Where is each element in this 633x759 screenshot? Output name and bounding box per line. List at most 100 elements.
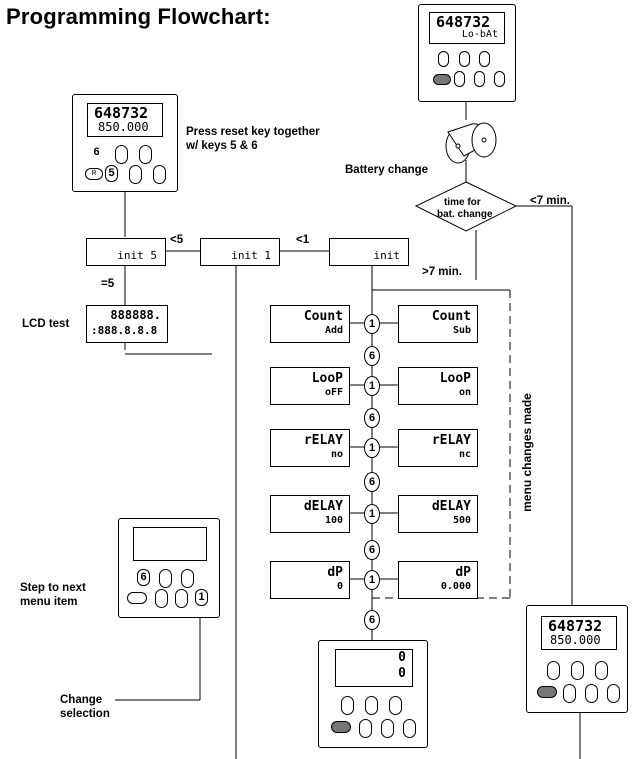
menu-option-delay-500: dELAY 500 xyxy=(398,495,478,533)
reset-device: 648732 850.000 6 R 5 xyxy=(72,94,178,192)
legend-key xyxy=(181,569,194,588)
menu-option-dp-0000: dP 0.000 xyxy=(398,561,478,599)
menu-option-bottom: no xyxy=(330,449,343,460)
menu-option-bottom: on xyxy=(458,387,471,398)
reset-instructions-1: Press reset key together xyxy=(186,126,320,138)
battery-key xyxy=(459,51,470,67)
reset-lcd: 648732 850.000 xyxy=(87,103,163,137)
menu-option-bottom: 100 xyxy=(324,515,343,526)
menu-option-delay-100: dELAY 100 xyxy=(270,495,350,533)
lt7-label: <7 min. xyxy=(530,195,570,207)
key-6-marker: 6 xyxy=(364,472,380,492)
battery-key xyxy=(494,71,505,87)
change-label-2: selection xyxy=(60,708,110,720)
menu-key xyxy=(341,696,354,715)
battery-key xyxy=(438,51,449,67)
key-1-marker: 1 xyxy=(364,504,380,524)
legend-key-6: 6 xyxy=(137,569,150,586)
key-5: 5 xyxy=(105,165,118,182)
battery-lcd-bottom: Lo-bAt xyxy=(461,29,498,40)
lt5-label: <5 xyxy=(170,234,184,246)
menu-key xyxy=(381,719,394,738)
battery-key xyxy=(454,71,465,87)
menu-reset-key xyxy=(331,721,351,733)
legend-key xyxy=(159,569,172,588)
menu-option-count-sub: Count Sub xyxy=(398,305,478,343)
menu-option-top: dELAY xyxy=(431,499,471,514)
menu-option-bottom: oFF xyxy=(324,387,343,398)
final-reset-key xyxy=(537,686,557,698)
decision-text-2: bat. change xyxy=(437,209,493,220)
init-text: init xyxy=(373,249,401,262)
final-key xyxy=(585,684,598,703)
menu-option-top: rELAY xyxy=(431,433,471,448)
menu-option-relay-nc: rELAY nc xyxy=(398,429,478,467)
legend-lcd xyxy=(133,527,207,561)
final-lcd-bottom: 850.000 xyxy=(550,633,601,647)
init1-text: init 1 xyxy=(231,249,271,262)
eq5-label: =5 xyxy=(101,278,115,290)
menu-option-top: rELAY xyxy=(303,433,343,448)
menu-lcd: 0 0 xyxy=(335,649,413,687)
menu-option-bottom: nc xyxy=(458,449,471,460)
init1-box: init 1 xyxy=(200,238,280,266)
init5-text: init 5 xyxy=(117,249,157,262)
battery-reset-key xyxy=(433,74,451,85)
legend-key-1: 1 xyxy=(195,589,208,606)
step-label-2: menu item xyxy=(20,596,78,608)
init5-box: init 5 xyxy=(86,238,166,266)
reset-lcd-top: 648732 xyxy=(94,104,149,122)
key-6-marker: 6 xyxy=(364,540,380,560)
final-key xyxy=(607,684,620,703)
menu-key xyxy=(403,719,416,738)
menu-option-bottom: 500 xyxy=(452,515,471,526)
change-label-1: Change xyxy=(60,694,103,706)
menu-key xyxy=(359,719,372,738)
menu-option-dp-0: dP 0 xyxy=(270,561,350,599)
final-key xyxy=(595,661,608,680)
menu-option-top: dP xyxy=(455,565,471,580)
battery-key xyxy=(479,51,490,67)
battery-change-label: Battery change xyxy=(345,164,429,176)
legend-key xyxy=(175,589,188,608)
key-6-marker: 6 xyxy=(364,610,380,630)
final-key xyxy=(547,661,560,680)
menu-option-bottom: Add xyxy=(324,325,343,336)
reset-key xyxy=(115,145,128,164)
menu-option-count-add: Count Add xyxy=(270,305,350,343)
key-6-marker: 6 xyxy=(364,408,380,428)
final-key xyxy=(571,661,584,680)
step-label-1: Step to next xyxy=(20,582,86,594)
decision-text-1: time for xyxy=(444,197,481,208)
page-title: Programming Flowchart: xyxy=(6,4,271,29)
reset-r-key: R xyxy=(85,168,103,180)
lt1-label: <1 xyxy=(296,234,310,246)
battery-lcd-top: 648732 xyxy=(436,13,491,31)
menu-option-loop-on: LooP on xyxy=(398,367,478,405)
legend-device: 6 1 xyxy=(118,518,220,618)
menu-option-top: Count xyxy=(303,309,343,324)
menu-option-top: dELAY xyxy=(303,499,343,514)
menu-option-top: dP xyxy=(327,565,343,580)
menu-option-top: LooP xyxy=(439,371,471,386)
menu-option-bottom: Sub xyxy=(452,325,471,336)
key-1-marker: 1 xyxy=(364,376,380,396)
battery-key xyxy=(474,71,485,87)
reset-key xyxy=(129,165,142,184)
lcd-test-bottom: :888.8.8.8 xyxy=(91,324,158,337)
menu-lcd-bottom: 0 xyxy=(398,666,406,681)
reset-lcd-bottom: 850.000 xyxy=(98,120,149,134)
menu-device: 0 0 xyxy=(318,640,428,748)
menu-option-top: LooP xyxy=(311,371,343,386)
menu-key xyxy=(365,696,378,715)
reset-instructions-2: w/ keys 5 & 6 xyxy=(186,140,258,152)
key-1-marker: 1 xyxy=(364,570,380,590)
reset-key xyxy=(139,145,152,164)
key-1-marker: 1 xyxy=(364,314,380,334)
final-device: 648732 850.000 xyxy=(526,605,628,713)
battery-lcd: 648732 Lo-bAt xyxy=(429,12,505,44)
final-lcd: 648732 850.000 xyxy=(541,616,617,650)
lcd-test-display: 888888. :888.8.8.8 xyxy=(86,305,168,343)
menu-option-bottom: 0 xyxy=(336,581,343,592)
